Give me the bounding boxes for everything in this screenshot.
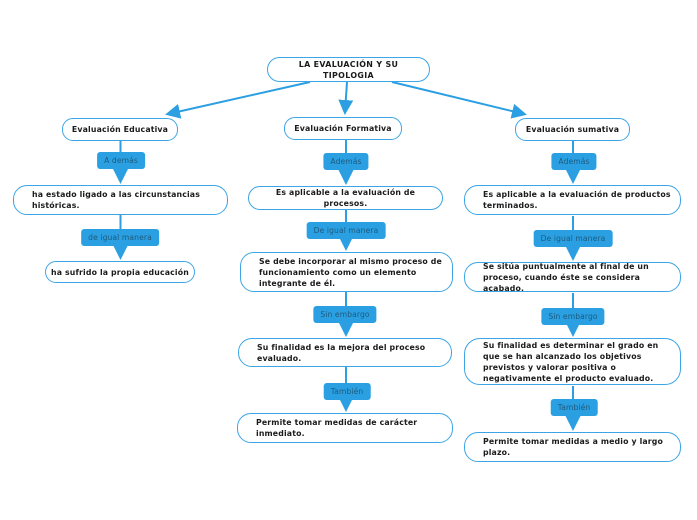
- connector-label-ademas-formativa[interactable]: Además: [323, 153, 369, 170]
- connector-label-tambien-formativa[interactable]: También: [323, 383, 371, 400]
- connector-label-tambien-sumativa[interactable]: También: [550, 399, 598, 416]
- topic-formativa-medidas[interactable]: Permite tomar medidas de carácter inmedi…: [237, 413, 453, 443]
- topic-sumativa-medio-largo-plazo[interactable]: Permite tomar medidas a medio y largo pl…: [464, 432, 681, 462]
- connector-label-ademas-sumativa[interactable]: Además: [551, 153, 597, 170]
- topic-evaluacion-formativa[interactable]: Evaluación Formativa: [284, 117, 402, 140]
- connector-label-de-igual-manera-educativa[interactable]: de igual manera: [81, 229, 159, 246]
- connector-label-sin-embargo-formativa[interactable]: Sin embargo: [313, 306, 377, 323]
- topic-educativa-propia-educacion[interactable]: ha sufrido la propia educación: [45, 261, 195, 283]
- arrow-root-to-formativa: [338, 81, 354, 115]
- arrow-root-to-educativa: [165, 81, 311, 119]
- connector-label-de-igual-manera-sumativa[interactable]: De igual manera: [533, 230, 613, 247]
- topic-sumativa-final-proceso[interactable]: Se sitúa puntualmente al final de un pro…: [464, 262, 681, 293]
- topic-educativa-circunstancias[interactable]: ha estado ligado a las circunstancias hi…: [13, 185, 228, 215]
- arrow-root-to-sumativa: [391, 81, 527, 119]
- connector-label-a-demas[interactable]: A demás: [97, 152, 145, 169]
- topic-formativa-finalidad[interactable]: Su finalidad es la mejora del proceso ev…: [238, 338, 452, 367]
- topic-formativa-procesos[interactable]: Es aplicable a la evaluación de procesos…: [248, 186, 443, 210]
- root-topic[interactable]: LA EVALUACIÓN Y SU TIPOLOGIA: [267, 57, 430, 82]
- connector-label-de-igual-manera-formativa[interactable]: De igual manera: [306, 222, 386, 239]
- topic-sumativa-productos[interactable]: Es aplicable a la evaluación de producto…: [464, 185, 681, 215]
- topic-evaluacion-sumativa[interactable]: Evaluación sumativa: [515, 118, 630, 141]
- topic-formativa-incorporar[interactable]: Se debe incorporar al mismo proceso de f…: [240, 252, 453, 292]
- connector-label-sin-embargo-sumativa[interactable]: Sin embargo: [541, 308, 605, 325]
- topic-evaluacion-educativa[interactable]: Evaluación Educativa: [62, 118, 178, 141]
- topic-sumativa-objetivos[interactable]: Su finalidad es determinar el grado en q…: [464, 338, 681, 385]
